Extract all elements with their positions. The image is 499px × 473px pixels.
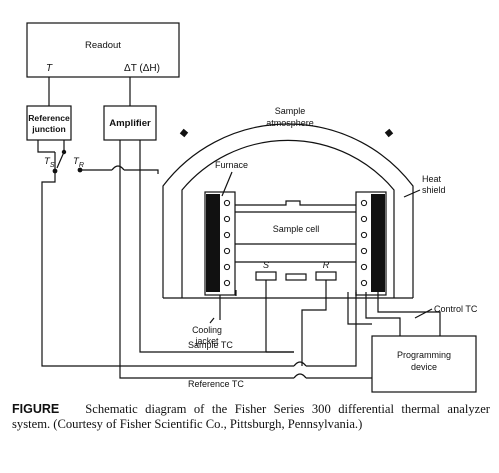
dome-clip-left <box>179 128 189 138</box>
refjunction-wire-a <box>37 140 55 153</box>
readout-label: Readout <box>85 40 121 51</box>
sample-cell-top <box>235 200 356 206</box>
heat-shield-label-1: Heat <box>422 174 442 184</box>
readout-t-label: T <box>46 63 53 74</box>
heat-shield-power-wire <box>377 292 441 336</box>
heater-coils-right <box>360 199 368 287</box>
programming-device-box <box>371 335 477 393</box>
ts-label: TS <box>44 156 55 169</box>
amplifier-lead-left <box>119 140 294 379</box>
programming-device-label-2: device <box>411 362 437 372</box>
wire-hop-1 <box>111 165 125 171</box>
r-label: R <box>323 260 330 270</box>
wire-hop-3 <box>293 373 307 379</box>
control-tc-wire-a <box>347 292 372 325</box>
wire-hop-2 <box>293 361 307 367</box>
amplifier-label: Amplifier <box>109 118 151 129</box>
furnace-pointer <box>221 171 233 197</box>
caption-text: Schematic diagram of the Fisher Series 3… <box>12 402 490 432</box>
reference-junction-box <box>26 105 72 141</box>
reference-tc-right <box>306 292 357 367</box>
reference-tc-lead <box>301 280 327 366</box>
programming-device-label-1: Programming <box>397 350 451 360</box>
heat-shield-label-2: shield <box>422 185 446 195</box>
reference-tc-label: Reference TC <box>188 379 244 389</box>
sample-tc-label: Sample TC <box>188 340 233 350</box>
heat-shield-outer <box>162 123 414 298</box>
reference-holder <box>315 271 337 281</box>
readout-box <box>26 22 180 78</box>
dta-schematic: Readout T ΔT (ΔH) Reference junction Amp… <box>26 22 478 393</box>
heater-coils-left <box>223 199 231 287</box>
readout-dt-label: ΔT (ΔH) <box>124 63 160 74</box>
tr-label: TR <box>73 156 84 169</box>
control-tc-pointer <box>414 308 433 319</box>
reference-tc-left-wire <box>41 172 294 367</box>
sample-cell-label: Sample cell <box>273 224 320 234</box>
sample-atmosphere-label-1: Sample <box>275 106 306 116</box>
ts-contact <box>52 168 58 174</box>
amplifier-lead-right <box>139 140 294 353</box>
sample-holder <box>255 271 277 281</box>
heat-shield-inner <box>181 139 395 298</box>
switch-pivot <box>61 149 67 155</box>
s-label: S <box>263 260 269 270</box>
tr-contact <box>77 167 83 173</box>
control-tc-label: Control TC <box>434 304 478 314</box>
center-block <box>285 273 307 281</box>
cooling-jacket-pointer-tip <box>209 317 215 324</box>
heat-shield-pointer <box>403 189 421 198</box>
cooling-jacket-left <box>206 194 220 292</box>
furnace-label: Furnace <box>215 160 248 170</box>
figure-label: FIGURE <box>12 402 60 416</box>
cooling-jacket-right <box>371 194 385 292</box>
switch-blade <box>56 151 65 169</box>
cooling-jacket-label-1: Cooling <box>192 325 222 335</box>
cooling-jacket-label-2: jacket <box>195 336 220 346</box>
tr-horizontal-wire-2 <box>124 169 159 174</box>
dome-clip-right <box>384 128 394 138</box>
reference-junction-label-2: junction <box>31 124 65 134</box>
reference-junction-label-1: Reference <box>28 113 70 123</box>
control-tc-wire-b <box>365 292 401 336</box>
sample-atmosphere-label-2: atmosphere <box>266 118 314 128</box>
